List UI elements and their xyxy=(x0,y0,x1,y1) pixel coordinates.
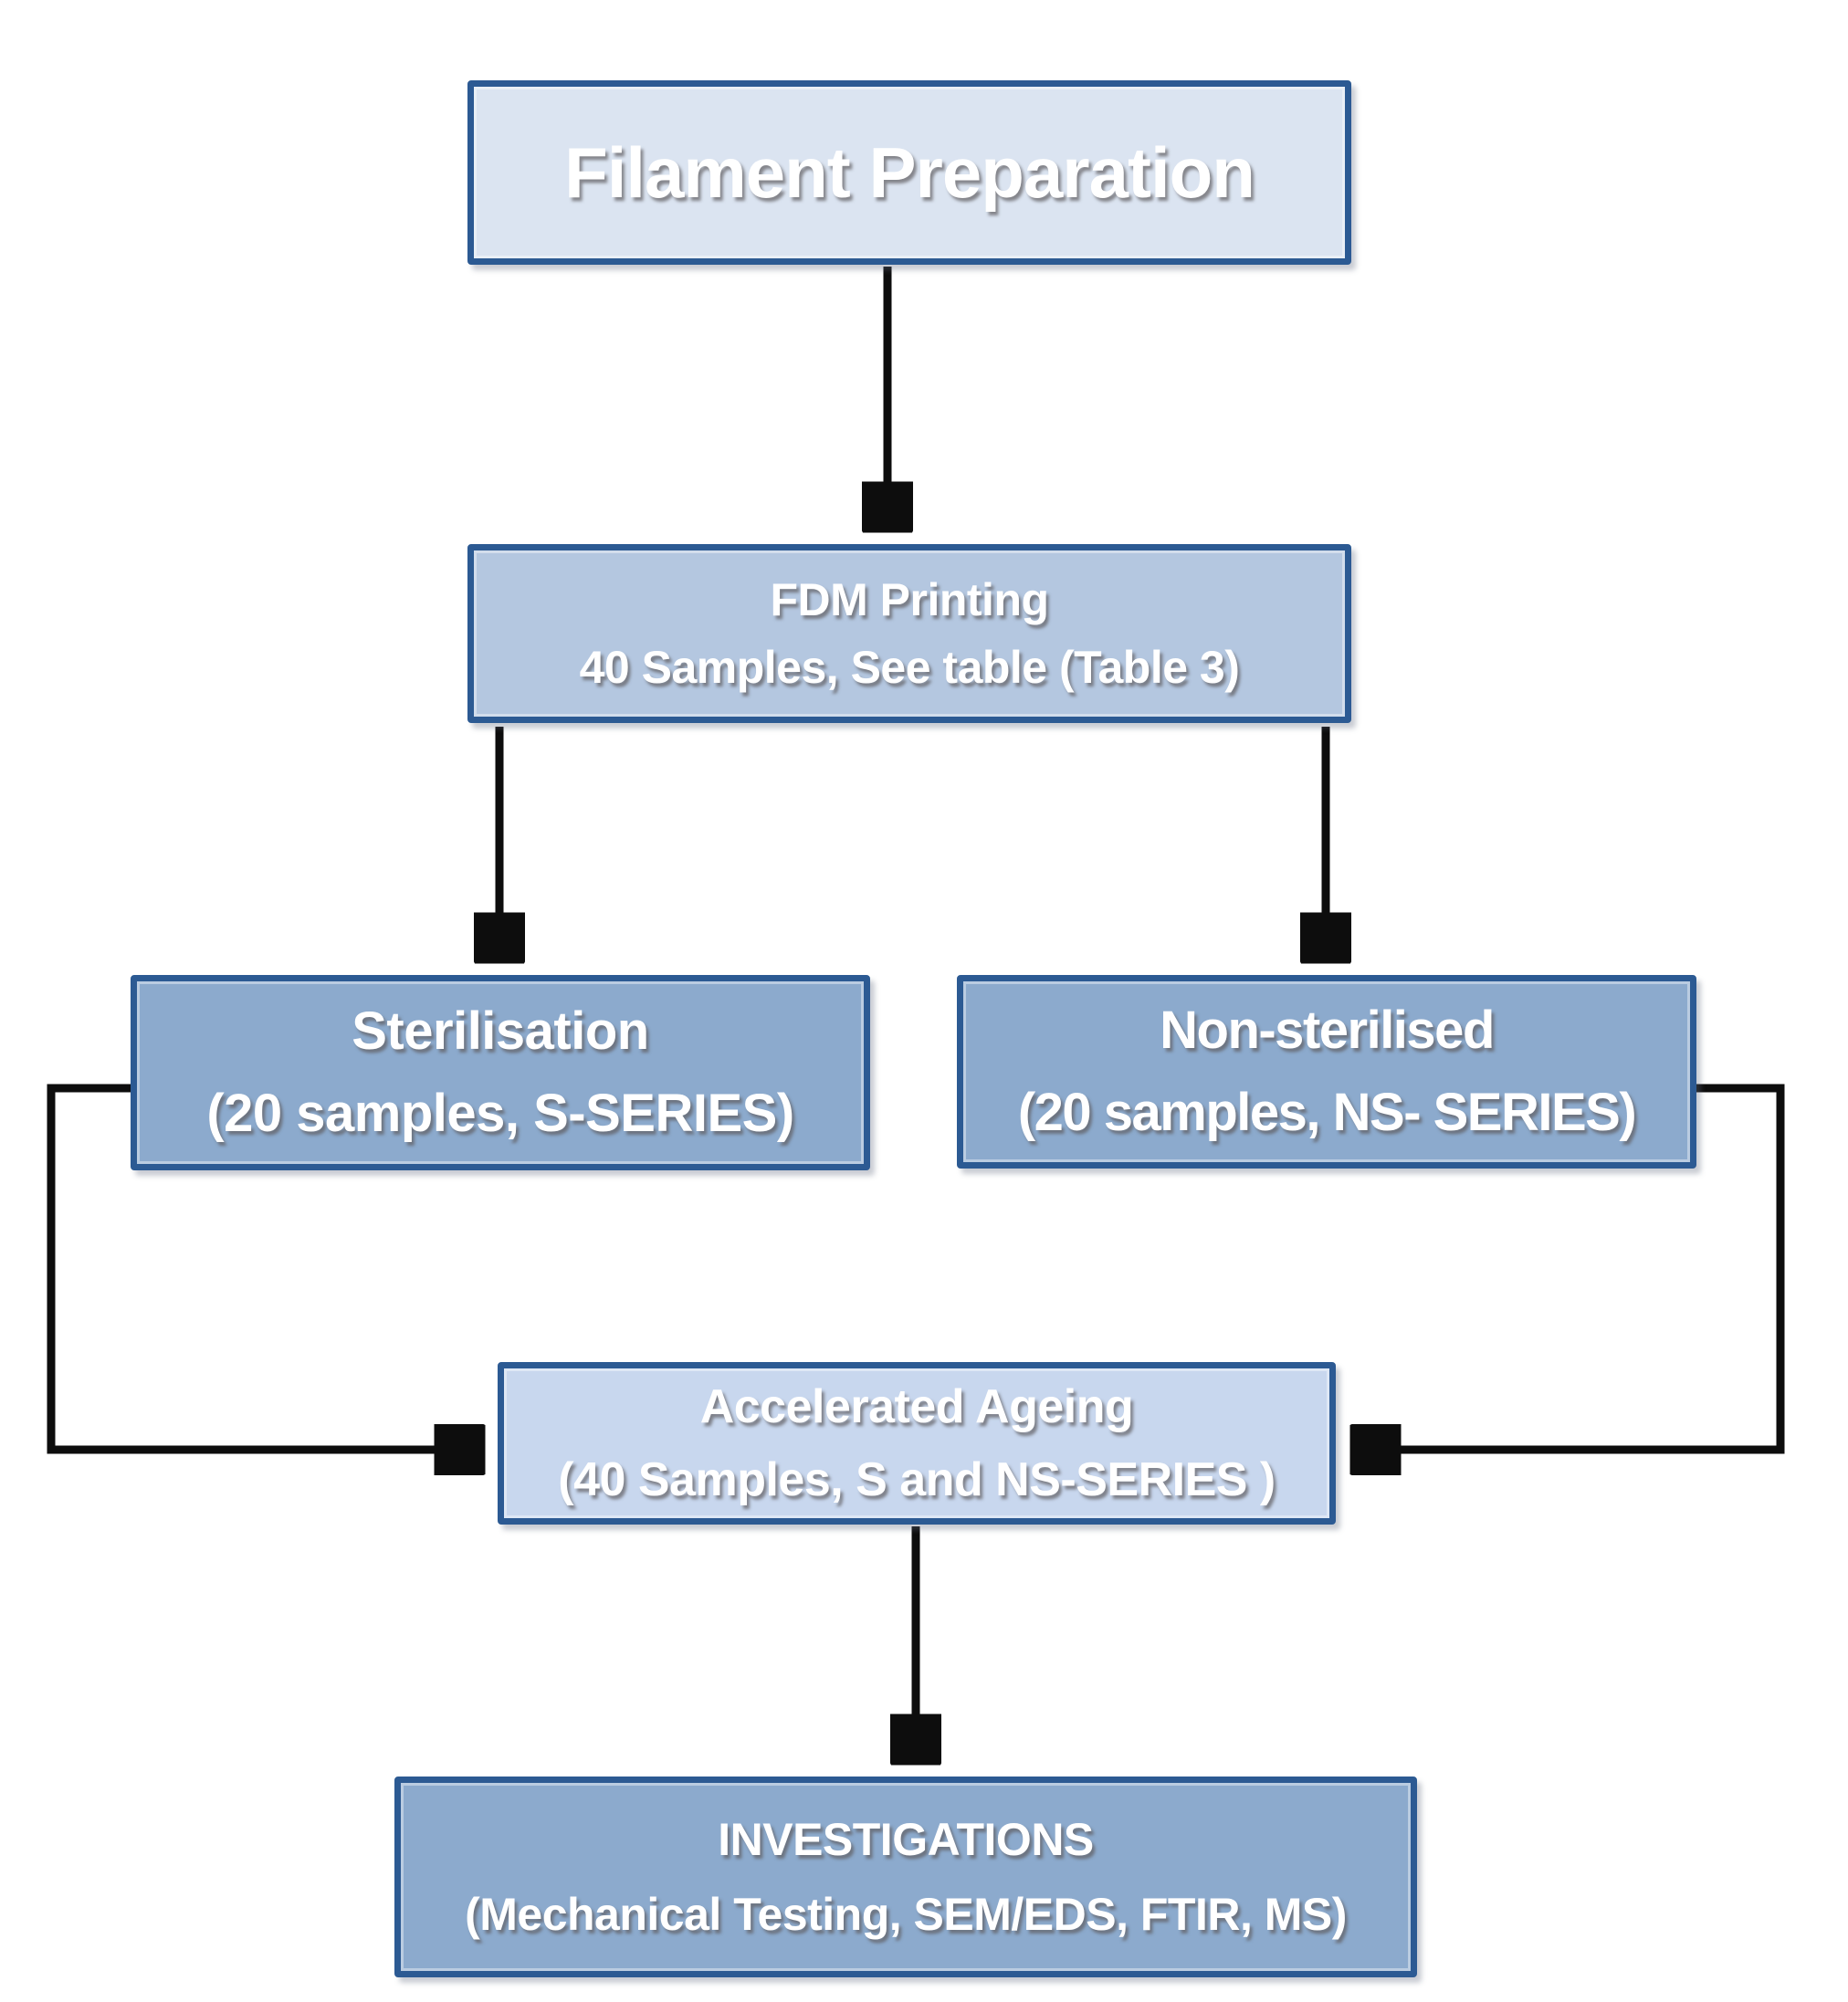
node-text: INVESTIGATIONS (Mechanical Testing, SEM/… xyxy=(465,1802,1347,1952)
node-filament-preparation: Filament Preparation xyxy=(467,80,1351,265)
node-text: Filament Preparation xyxy=(564,131,1255,215)
fdm-printing-title: FDM Printing xyxy=(770,574,1049,625)
node-investigations: INVESTIGATIONS (Mechanical Testing, SEM/… xyxy=(394,1777,1417,1977)
arrow-nonsterilised-to-ageing xyxy=(1362,1084,1785,1450)
sterilisation-title: Sterilisation xyxy=(352,1001,649,1061)
node-accelerated-ageing: Accelerated Ageing (40 Samples, S and NS… xyxy=(498,1362,1336,1525)
fdm-printing-subtitle: 40 Samples, See table (Table 3) xyxy=(579,642,1240,693)
arrow-sterilisation-to-ageing xyxy=(47,1084,473,1450)
node-text: FDM Printing 40 Samples, See table (Tabl… xyxy=(580,566,1240,701)
sterilisation-subtitle: (20 samples, S-SERIES) xyxy=(206,1084,794,1143)
node-non-sterilised: Non-sterilised (20 samples, NS- SERIES) xyxy=(957,975,1696,1169)
node-text: Non-sterilised (20 samples, NS- SERIES) xyxy=(1017,990,1637,1154)
node-fdm-printing: FDM Printing 40 Samples, See table (Tabl… xyxy=(467,544,1351,723)
node-sterilisation: Sterilisation (20 samples, S-SERIES) xyxy=(131,975,870,1170)
node-text: Sterilisation (20 samples, S-SERIES) xyxy=(206,991,794,1155)
non-sterilised-subtitle: (20 samples, NS- SERIES) xyxy=(1017,1083,1637,1142)
filament-preparation-title: Filament Preparation xyxy=(564,131,1255,213)
accelerated-ageing-title: Accelerated Ageing xyxy=(699,1380,1134,1433)
node-text: Accelerated Ageing (40 Samples, S and NS… xyxy=(558,1370,1276,1516)
investigations-subtitle: (Mechanical Testing, SEM/EDS, FTIR, MS) xyxy=(465,1889,1347,1940)
accelerated-ageing-subtitle: (40 Samples, S and NS-SERIES ) xyxy=(558,1453,1276,1506)
investigations-title: INVESTIGATIONS xyxy=(718,1814,1094,1865)
non-sterilised-title: Non-sterilised xyxy=(1160,1001,1495,1060)
